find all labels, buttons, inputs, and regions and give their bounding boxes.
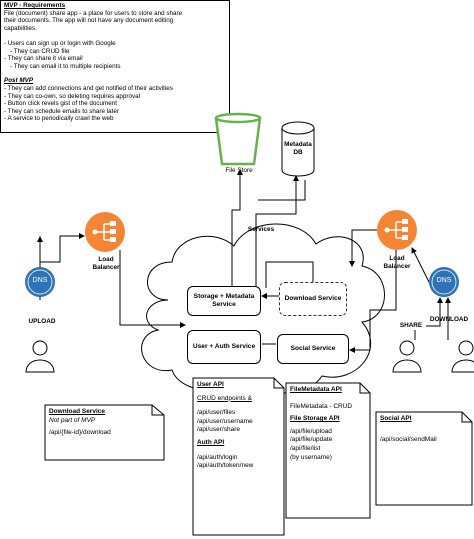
database-icon bbox=[281, 121, 315, 177]
dns-to-lb-arrow bbox=[40, 233, 85, 263]
social-api-title: Social API bbox=[380, 415, 412, 422]
user-auth-service-label: User + Auth Service bbox=[192, 343, 256, 350]
mvp-line: their documents. The app will not have a… bbox=[4, 17, 174, 25]
lb-right-to-social-arrow bbox=[349, 250, 397, 353]
requirements-note: MVP - Requirements File (document) share… bbox=[0, 0, 230, 133]
file-storage-endpoint: /api/file/update bbox=[290, 436, 333, 444]
mvp-line: capabilities. bbox=[4, 24, 37, 32]
social-service: Social Service bbox=[277, 334, 349, 364]
mvp-line: - Users can sign up or login with Google bbox=[4, 39, 116, 47]
auth-api-endpoint: /api/auth/token/new bbox=[197, 462, 254, 470]
user-icon bbox=[451, 340, 474, 373]
mvp-line: - They can CRUD file bbox=[10, 47, 70, 55]
file-metadata-crud: FileMetadata - CRUD bbox=[290, 402, 353, 410]
file-metadata-api-note: FileMetadata API FileMetadata - CRUD Fil… bbox=[286, 383, 370, 518]
download-note-endpoint: /api/{file-id}/download bbox=[49, 429, 111, 437]
download-service: Download Service bbox=[279, 282, 347, 316]
auth-api-endpoint: /api/auth/login bbox=[197, 453, 238, 461]
storage-to-filestore-arrow bbox=[231, 169, 243, 288]
file-metadata-api-title: FileMetadata API bbox=[290, 386, 342, 393]
load-balancer-left-label: Load Balancer bbox=[92, 256, 120, 271]
share-user-to-dns-arrow bbox=[414, 297, 443, 340]
services-label: Services bbox=[247, 226, 275, 233]
bucket-icon bbox=[214, 112, 262, 166]
user-api-endpoint: /api/user/share bbox=[197, 426, 240, 434]
user-api-crud: CRUD endpoints & bbox=[197, 394, 252, 402]
storage-metadata-service: Storage + Metadata Service bbox=[187, 286, 261, 316]
db-connector bbox=[258, 180, 306, 201]
social-service-label: Social Service bbox=[290, 345, 336, 352]
metadata-db-label: Metadata DB bbox=[284, 141, 312, 156]
lb-right-to-download-arrow bbox=[349, 229, 380, 267]
user-api-title: User API bbox=[197, 381, 224, 388]
upload-label: UPLOAD bbox=[28, 318, 56, 325]
download-connector bbox=[265, 261, 314, 288]
lb-to-storage-arrow bbox=[119, 250, 186, 328]
user-api-note: User API CRUD endpoints & /api/user/file… bbox=[193, 378, 283, 535]
user-icon bbox=[392, 340, 422, 373]
download-note-title: Download Service bbox=[49, 408, 105, 415]
download-label: DOWNLOAD bbox=[429, 316, 469, 323]
services-cloud bbox=[141, 223, 385, 394]
share-label: SHARE bbox=[396, 322, 426, 330]
file-storage-endpoint: (by username) bbox=[290, 453, 332, 461]
user-icon bbox=[25, 340, 55, 373]
load-balancer-icon bbox=[377, 210, 417, 250]
user-auth-service: User + Auth Service bbox=[187, 330, 261, 364]
dns-icon bbox=[25, 267, 55, 297]
file-store-label: File Store bbox=[225, 167, 253, 174]
post-line: - They can add connections and get notif… bbox=[4, 84, 173, 92]
dns-icon bbox=[429, 267, 459, 297]
mvp-line: File (document) share app - a place for … bbox=[4, 9, 183, 17]
mvp-lines: File (document) share app - a place for … bbox=[4, 10, 226, 71]
download-service-label: Download Service bbox=[284, 295, 342, 302]
download-service-note: Download Service Not part of MVP /api/{f… bbox=[45, 405, 160, 460]
post-mvp-lines: - They can add connections and get notif… bbox=[4, 85, 226, 123]
file-storage-api-title: File Storage API bbox=[290, 415, 340, 423]
post-line: - A service to periodically crawl the we… bbox=[4, 115, 114, 123]
storage-to-db-arrow bbox=[255, 175, 299, 288]
social-api-note: Social API /api/social/sendMail bbox=[376, 412, 472, 505]
user-api-endpoint: /api/user/username bbox=[197, 417, 253, 425]
post-mvp-title: Post MVP bbox=[4, 77, 34, 85]
mvp-line: - They can share it via email bbox=[4, 55, 83, 63]
mvp-line: - They can email it to multiple recipien… bbox=[10, 62, 121, 70]
mvp-title: MVP - Requirements bbox=[4, 2, 66, 9]
storage-metadata-service-label: Storage + Metadata Service bbox=[193, 293, 255, 308]
dns-right-label: DNS bbox=[436, 277, 452, 284]
note-shapes bbox=[44, 377, 473, 536]
post-line: - Button click revels gist of the docume… bbox=[4, 100, 118, 108]
auth-api-title: Auth API bbox=[197, 438, 225, 446]
download-note-subtitle: Not part of MVP bbox=[49, 416, 96, 424]
load-balancer-icon bbox=[85, 212, 125, 252]
dns-to-lb-right-arrow bbox=[411, 247, 431, 285]
file-storage-endpoint: /api/file/upload bbox=[290, 427, 332, 435]
post-line: - They can co-own, so deleting requires … bbox=[4, 92, 141, 100]
dns-left-label: DNS bbox=[32, 277, 48, 284]
file-storage-endpoint: /api/file/list bbox=[290, 444, 321, 452]
social-api-endpoint: /api/social/sendMail bbox=[380, 435, 437, 443]
load-balancer-right-label: Load Balancer bbox=[383, 255, 411, 270]
user-api-endpoint: /api/user/files bbox=[197, 409, 236, 417]
post-line: - They can schedule emails to share late… bbox=[4, 107, 120, 115]
